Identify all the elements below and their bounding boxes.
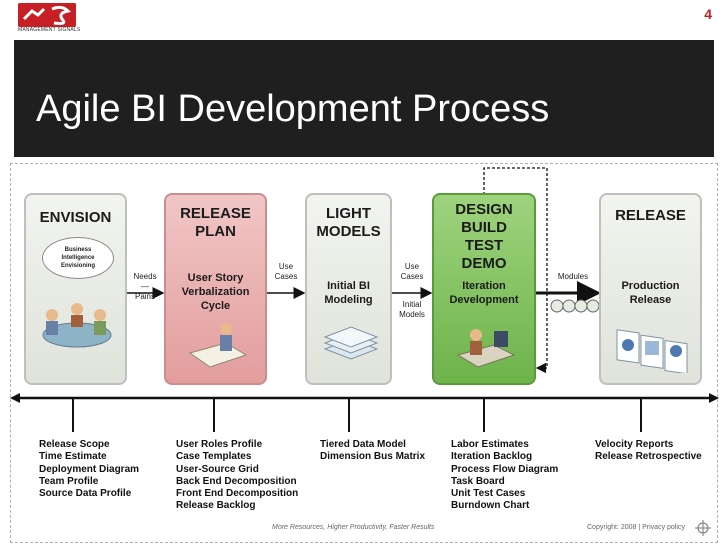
list-item: Time Estimate: [39, 451, 107, 463]
list-item: Task Board: [451, 475, 505, 487]
developer-desk-icon: [456, 329, 516, 368]
crosshair-icon: [695, 520, 711, 536]
stage-release-plan: RELEASE PLAN User Story Verbalization Cy…: [164, 193, 267, 385]
stage-title: ENVISION: [39, 209, 112, 226]
stage-subtitle: User Story Verbalization Cycle: [181, 272, 250, 312]
stage-subtitle: Initial BI Modeling: [324, 280, 373, 306]
list-item: Dimension Bus Matrix: [320, 451, 426, 463]
needs-pains-label: Needs — Pains: [133, 272, 157, 301]
stage-design-build-test-demo: DESIGN BUILD TEST DEMO Iteration Develop…: [432, 193, 536, 385]
stage-light-models: LIGHT MODELS Initial BI Modeling: [305, 193, 392, 385]
logo-text: MANAGEMENT SIGNALS: [18, 27, 81, 33]
footer-tagline: More Resources, Higher Productivity, Fas…: [272, 524, 435, 531]
footer-copyright[interactable]: Copyright: 2008 | Privacy policy: [587, 524, 685, 531]
planning-person-icon: [188, 323, 248, 368]
list-item: Labor Estimates: [451, 439, 529, 450]
page-number: 4: [704, 6, 712, 22]
iteration-loop-arrow: [483, 167, 548, 374]
list-item: Burndown Chart: [451, 500, 530, 512]
list-item: Unit Test Cases: [451, 488, 526, 500]
slide-title: Agile BI Development Process: [36, 88, 550, 130]
light-models-deliverables: Tiered Data Model Dimension Bus Matrix: [320, 439, 425, 464]
initial-models-label: Initial Models: [399, 300, 425, 319]
list-item: Release Backlog: [176, 500, 256, 512]
list-item: Process Flow Diagram: [451, 463, 559, 475]
use-cases-label: Use Cases: [400, 262, 424, 281]
stage-envision: ENVISION Business Intelligence Envisioni…: [24, 193, 127, 385]
stage-title: RELEASE: [615, 207, 686, 224]
slide-header: MANAGEMENT SIGNALS 4: [0, 0, 728, 40]
title-band: Agile BI Development Process: [14, 40, 714, 157]
release-deliverables: Velocity Reports Release Retrospective: [595, 439, 702, 464]
module-circle: [562, 299, 576, 313]
list-item: Tiered Data Model: [320, 439, 406, 450]
reports-icon: [616, 329, 688, 373]
list-item: User-Source Grid: [176, 463, 259, 475]
list-item: User Roles Profile: [176, 439, 263, 450]
list-item: Team Profile: [39, 475, 99, 487]
stage-release: RELEASE Production Release: [599, 193, 702, 385]
module-circle: [574, 299, 588, 313]
list-item: Back End Decomposition: [176, 475, 297, 487]
release-plan-deliverables: User Roles Profile Case Templates User-S…: [176, 439, 298, 513]
content-frame: [10, 163, 718, 543]
stage-title: LIGHT MODELS: [316, 205, 381, 240]
module-circle: [550, 299, 564, 313]
team-meeting-icon: [42, 303, 112, 348]
list-item: Release Retrospective: [595, 451, 702, 463]
stage-title: RELEASE PLAN: [180, 205, 251, 240]
demo-deliverables: Labor Estimates Iteration Backlog Proces…: [451, 439, 558, 513]
list-item: Front End Decomposition: [176, 488, 299, 500]
stage-subtitle: Production Release: [621, 280, 680, 306]
thought-bubble: Business Intelligence Envisioning: [42, 237, 114, 279]
module-circle: [586, 299, 600, 313]
list-item: Deployment Diagram: [39, 463, 140, 475]
company-logo: MANAGEMENT SIGNALS: [18, 3, 80, 33]
list-item: Release Scope: [39, 439, 110, 450]
envision-deliverables: Release Scope Time Estimate Deployment D…: [39, 439, 139, 500]
list-item: Source Data Profile: [39, 488, 132, 500]
use-cases-label: Use Cases: [274, 262, 298, 281]
list-item: Iteration Backlog: [451, 451, 533, 463]
model-stack-icon: [323, 326, 379, 360]
stage-subtitle: Iteration Development: [449, 280, 519, 306]
logo-mark: [18, 3, 76, 27]
list-item: Velocity Reports: [595, 439, 674, 450]
stage-title: DESIGN BUILD TEST DEMO: [455, 201, 513, 272]
list-item: Case Templates: [176, 451, 252, 463]
modules-label: Modules: [557, 272, 589, 281]
